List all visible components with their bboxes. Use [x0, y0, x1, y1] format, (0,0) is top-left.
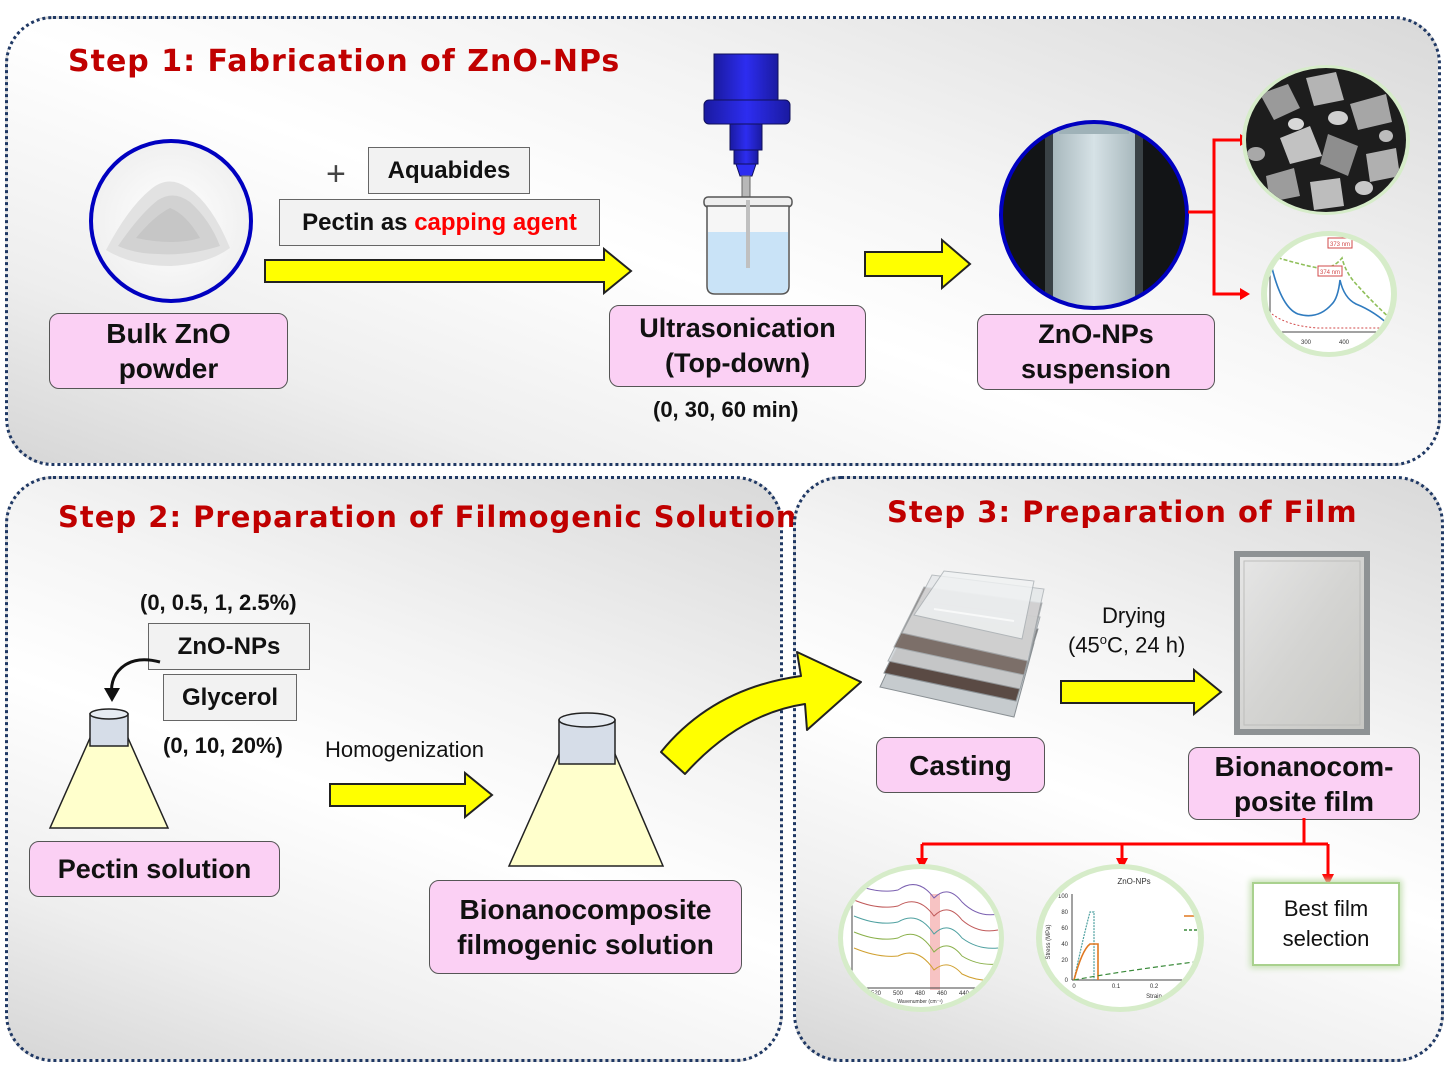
- drying-cond-b: C, 24 h): [1107, 632, 1186, 658]
- filmogenic-flask-image: [507, 712, 665, 867]
- uv-tick-400: 400: [1339, 340, 1350, 346]
- plus-symbol: +: [326, 155, 346, 193]
- ftir-tick-480: 480: [915, 991, 926, 997]
- glycerol-concentrations: (0, 10, 20%): [163, 733, 283, 758]
- stress-xtick-0-2: 0.2: [1150, 984, 1159, 990]
- bionanocomposite-film-label: Bionanocom-posite film: [1188, 747, 1420, 820]
- stress-ytick-40: 40: [1061, 942, 1068, 948]
- glycerol-box: Glycerol: [163, 674, 297, 721]
- zno-nps-suspension-image: [999, 120, 1189, 310]
- arrow-to-suspension: [864, 237, 972, 291]
- stress-xlabel: Strain: [1146, 994, 1162, 1000]
- aquabides-box: Aquabides: [368, 147, 530, 194]
- ultrasonicator-image: [703, 53, 793, 295]
- stress-ytick-100: 100: [1058, 894, 1069, 900]
- stress-ytick-60: 60: [1061, 926, 1068, 932]
- susp-line1: ZnO-NPs: [1038, 319, 1154, 349]
- bulk-zno-powder-image: [89, 139, 253, 303]
- sem-micrograph-image: [1242, 65, 1410, 215]
- uv-peak2-label: 374 nm: [1320, 270, 1340, 276]
- zno-nps-suspension-label: ZnO-NPs suspension: [977, 314, 1215, 390]
- film-connectors: [916, 818, 1334, 886]
- zno-nps-box: ZnO-NPs: [148, 623, 310, 670]
- stress-ylabel: Stress (MPa): [1046, 924, 1052, 959]
- step2-title: Step 2: Preparation of Filmogenic Soluti…: [58, 500, 798, 534]
- bionano-line2: filmogenic solution: [457, 929, 714, 960]
- step1-title: Step 1: Fabrication of ZnO-NPs: [68, 44, 621, 79]
- capping-agent-text: capping agent: [414, 208, 577, 236]
- glycerol-label: Glycerol: [181, 683, 279, 711]
- zno-nps-label: ZnO-NPs: [177, 632, 281, 660]
- stress-ytick-80: 80: [1061, 910, 1068, 916]
- stress-strain-image: ZnO-NPs Stress (MPa) 100 80 60 40 20 0 0…: [1036, 864, 1204, 1012]
- degree-symbol: o: [1099, 632, 1108, 647]
- pectin-prefix: Pectin as: [302, 208, 415, 236]
- arrow-to-ultrasonication: [264, 246, 633, 296]
- bulk-label-line1: Bulk ZnO: [106, 318, 231, 349]
- stress-xtick-0-1: 0.1: [1112, 984, 1121, 990]
- uv-peak1-label: 373 nm: [1330, 242, 1350, 248]
- casting-plates-image: [879, 570, 1045, 718]
- ftir-spectra-image: 520 500 480 460 440 Wavenumber (cm⁻¹): [838, 864, 1004, 1012]
- ultrasonication-times: (0, 30, 60 min): [653, 397, 799, 422]
- aquabides-label: Aquabides: [387, 156, 511, 184]
- ftir-xlabel: Wavenumber (cm⁻¹): [897, 999, 943, 1005]
- stress-ytick-20: 20: [1061, 958, 1068, 964]
- ftir-tick-520: 520: [871, 991, 882, 997]
- ftir-tick-460: 460: [937, 991, 948, 997]
- stress-title: ZnO-NPs: [1117, 877, 1150, 886]
- uv-tick-300: 300: [1301, 340, 1312, 346]
- arrow-to-film: [1060, 667, 1223, 717]
- ultra-line2: (Top-down): [665, 348, 810, 378]
- pectin-solution-label: Pectin solution: [29, 841, 280, 897]
- susp-line2: suspension: [1020, 354, 1172, 384]
- best-line1: Best film: [1283, 896, 1369, 921]
- stress-xtick-0: 0: [1072, 984, 1076, 990]
- arrow-to-filmogenic: [329, 770, 494, 820]
- drying-label: Drying: [1102, 603, 1166, 628]
- uv-vis-spectrum-image: 373 nm 374 nm 300 400 500: [1261, 231, 1397, 357]
- stress-ytick-0: 0: [1065, 978, 1069, 984]
- addition-arrow: [104, 658, 161, 702]
- film-line2: posite film: [1233, 785, 1374, 817]
- arrow-to-casting: [660, 651, 862, 775]
- film-line1: Bionanocom-: [1214, 750, 1394, 782]
- bionano-line1: Bionanocomposite: [459, 894, 712, 925]
- ultrasonication-label: Ultrasonication (Top-down): [609, 305, 866, 387]
- pectin-capping-box: Pectin as capping agent: [279, 199, 600, 246]
- bulk-label-line2: powder: [118, 353, 219, 384]
- best-line2: selection: [1282, 926, 1370, 951]
- casting-label: Casting: [876, 737, 1045, 793]
- drying-cond-a: (45: [1068, 632, 1100, 658]
- homogenization-label: Homogenization: [325, 737, 484, 762]
- casting-text: Casting: [909, 749, 1012, 781]
- step3-title: Step 3: Preparation of Film: [887, 495, 1358, 529]
- bionanocomposite-solution-label: Bionanocomposite filmogenic solution: [429, 880, 742, 974]
- bionanocomposite-film-image: [1234, 551, 1370, 735]
- ftir-tick-500: 500: [893, 991, 904, 997]
- uv-tick-500: 500: [1375, 340, 1386, 346]
- pectin-flask-image: [48, 708, 170, 829]
- zno-concentrations: (0, 0.5, 1, 2.5%): [140, 590, 297, 615]
- ultra-line1: Ultrasonication: [639, 313, 836, 343]
- drying-conditions: (45oC, 24 h): [1068, 632, 1185, 658]
- ftir-tick-440: 440: [959, 991, 970, 997]
- best-film-selection-box: Best film selection: [1252, 882, 1400, 966]
- bulk-zno-label: Bulk ZnO powder: [49, 313, 288, 389]
- pectin-solution-text: Pectin solution: [57, 853, 252, 884]
